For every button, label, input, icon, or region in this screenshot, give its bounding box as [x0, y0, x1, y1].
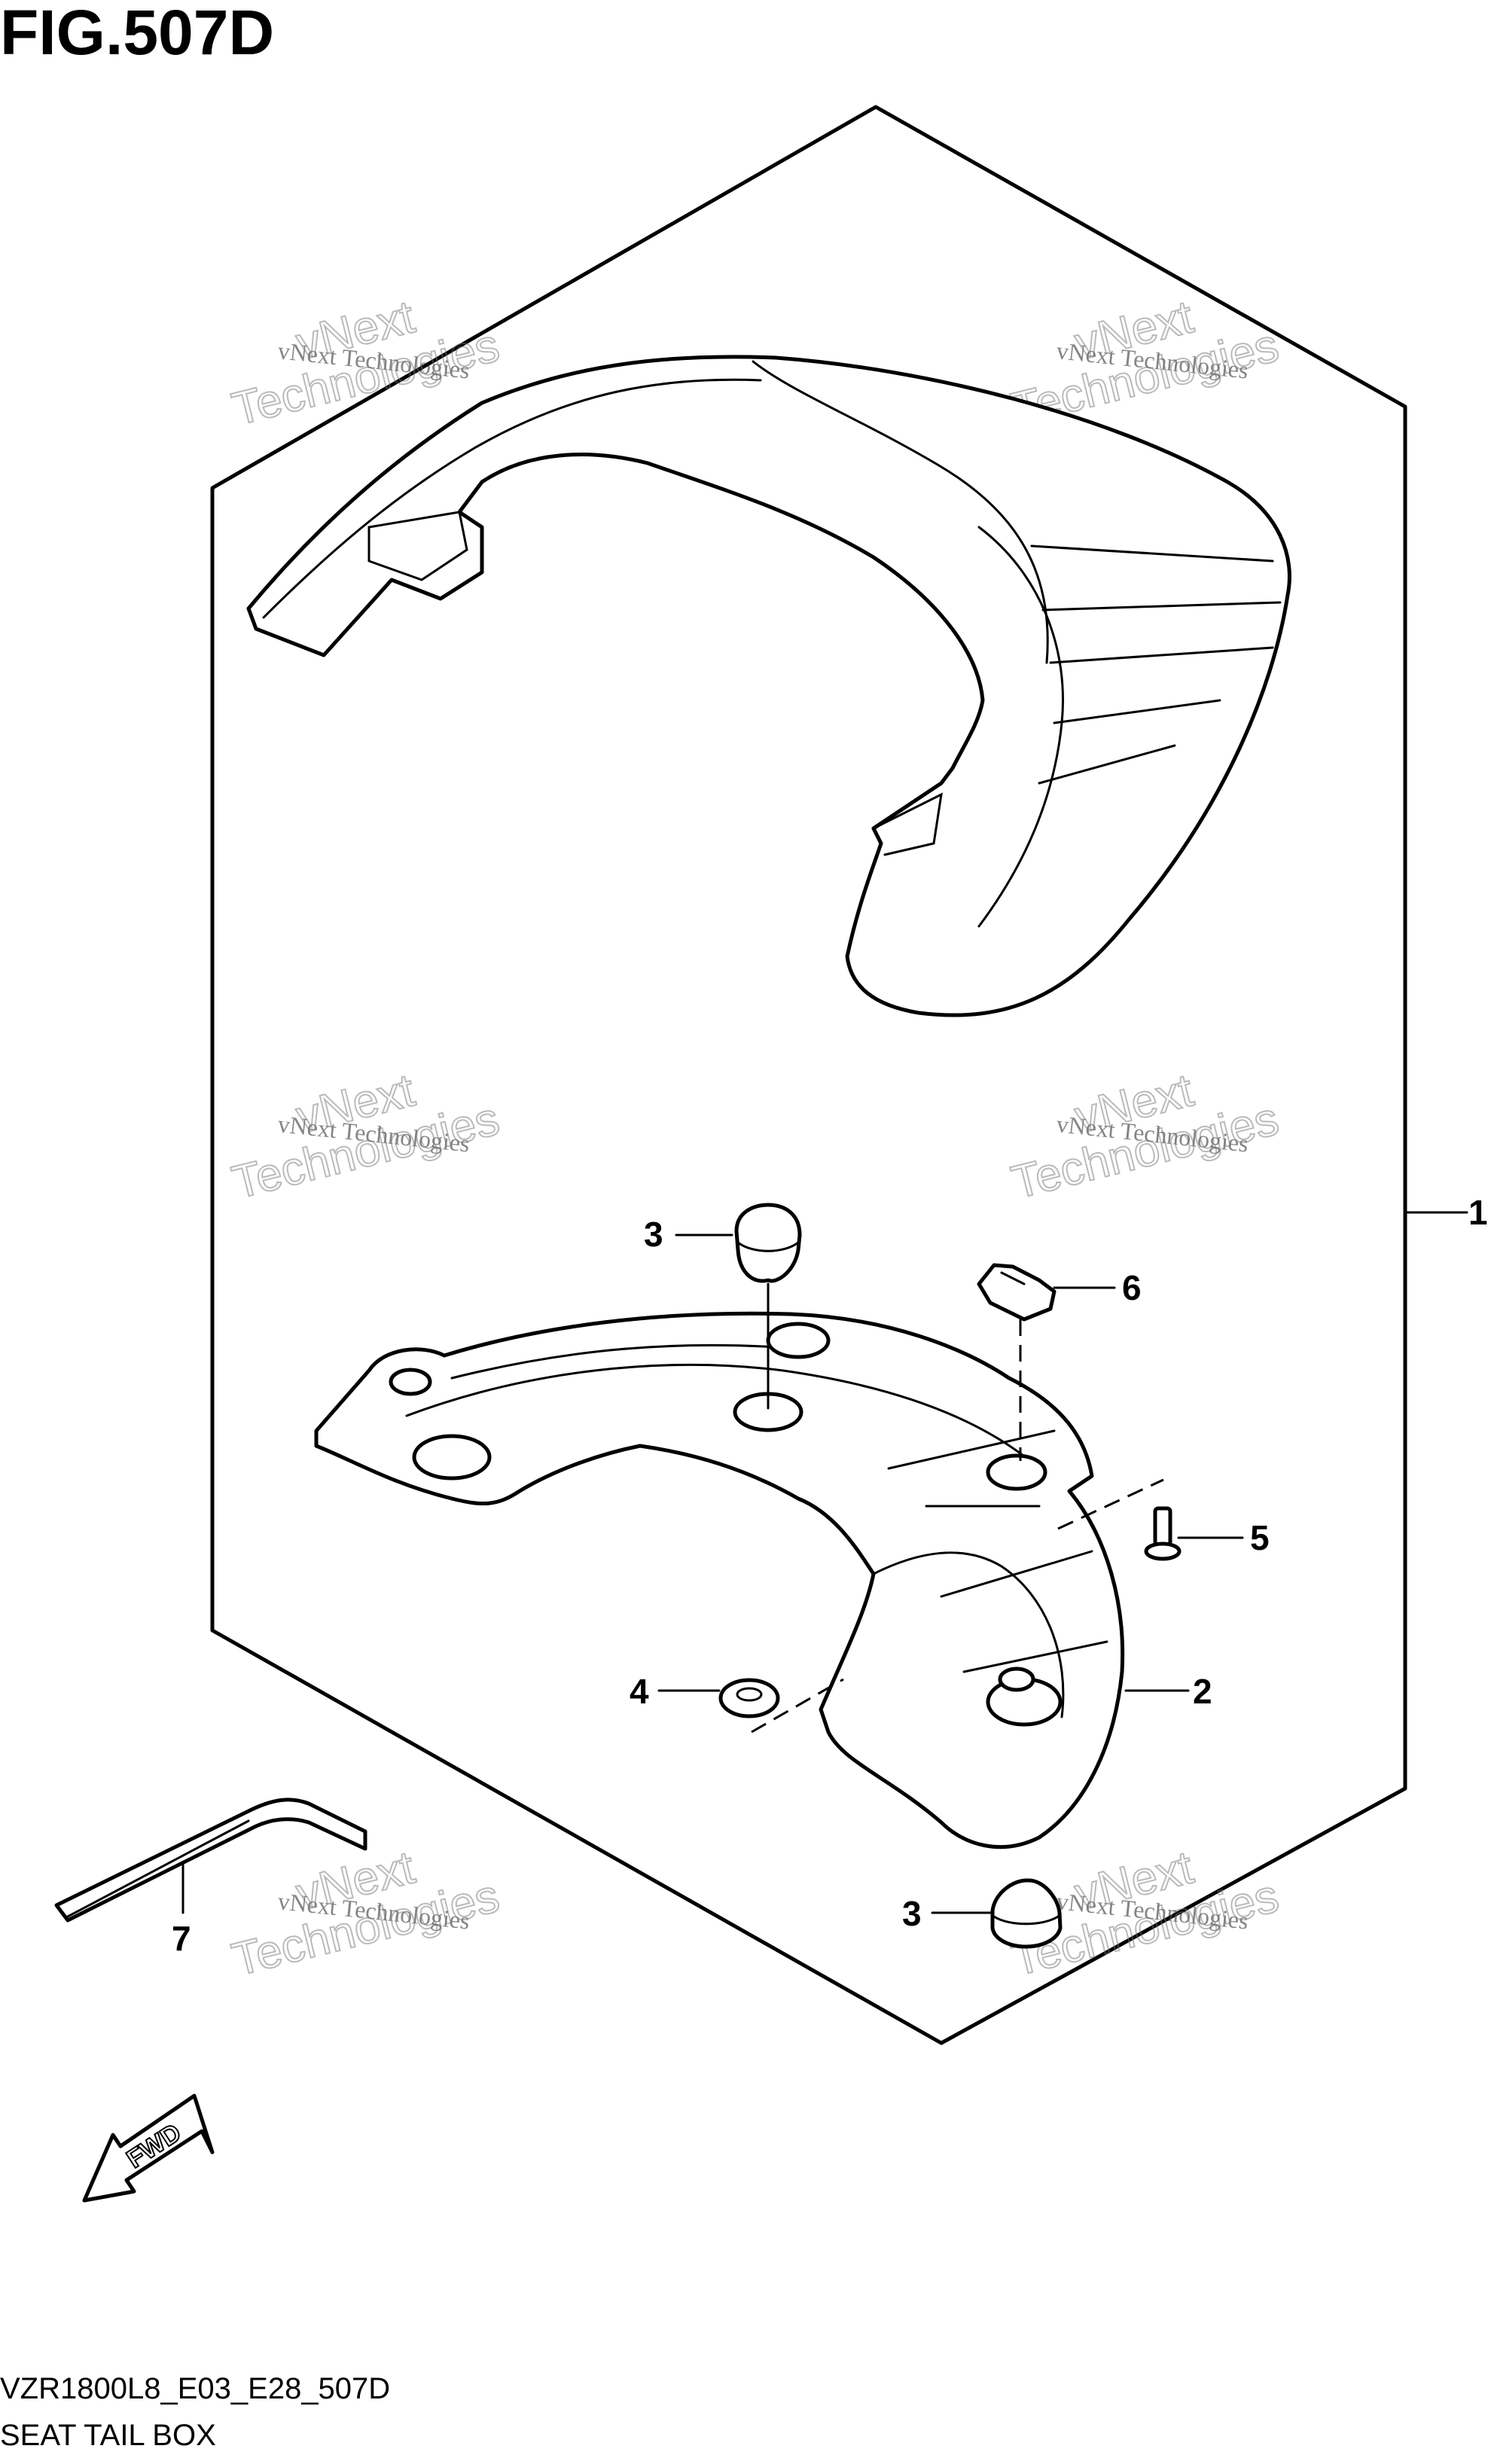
callout-2: 2: [1193, 1672, 1212, 1711]
leader-5-dash: [1057, 1478, 1164, 1530]
callout-4: 4: [630, 1672, 649, 1711]
watermark-top-right: vNext Technologies vNext Technologies: [1006, 290, 1285, 436]
callout-5: 5: [1250, 1518, 1270, 1557]
callout-3-bottom: 3: [902, 1894, 922, 1933]
watermark-mid-right: vNext Technologies vNext Technologies: [1006, 1063, 1285, 1209]
boss-right: [986, 1453, 1047, 1491]
hex-wrench-part-7: [54, 1798, 367, 1923]
callout-6: 6: [1122, 1268, 1142, 1307]
grommet-part-4: [718, 1678, 780, 1718]
clip-nut-part-6: [977, 1263, 1057, 1322]
cushion-part-3-top: [734, 1203, 802, 1283]
bolt-part-5: [1144, 1506, 1182, 1561]
boss-top-center: [766, 1322, 831, 1359]
forward-arrow-icon: FWD: [82, 2093, 215, 2203]
callout-7: 7: [172, 1919, 191, 1958]
seat-cover-drawing: [246, 355, 1291, 1017]
seat-base-drawing: [314, 1311, 1125, 1850]
watermark-bottom-left: vNext Technologies vNext Technologies: [227, 1840, 505, 1987]
leader-4-dash: [751, 1678, 844, 1734]
figure-name: SEAT TAIL BOX: [0, 2419, 216, 2452]
watermark-mid-left: vNext Technologies vNext Technologies: [227, 1063, 505, 1209]
cushion-part-3-bottom: [990, 1878, 1063, 1949]
callout-1: 1: [1468, 1193, 1488, 1232]
figure-title: FIG.507D: [0, 0, 274, 68]
assembly-outline: [210, 105, 1407, 2045]
callout-3-top: 3: [644, 1215, 663, 1254]
boss-left: [412, 1434, 492, 1481]
figure-code: VZR1800L8_E03_E28_507D: [0, 2372, 390, 2405]
